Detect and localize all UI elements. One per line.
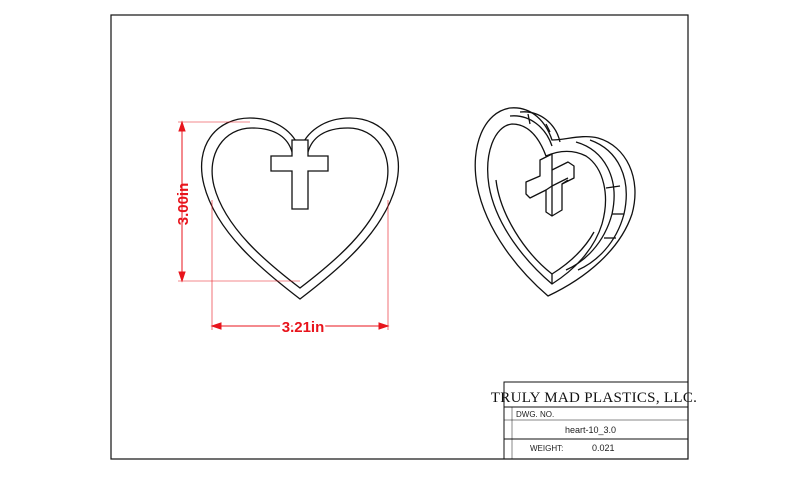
weight-label: WEIGHT: <box>530 444 563 453</box>
title-block <box>503 381 689 460</box>
iso-rim-band-4 <box>519 111 561 143</box>
dwg-no-value: heart-10_3.0 <box>565 425 616 435</box>
dimension-width-label: 3.21in <box>282 319 325 336</box>
iso-rim-band-2 <box>577 139 627 271</box>
dimension-width <box>210 200 390 330</box>
weight-value: 0.021 <box>592 443 615 453</box>
isometric-view <box>474 107 636 297</box>
company-name: TRULY MAD PLASTICS, LLC. <box>491 390 697 406</box>
iso-inner-outline <box>487 123 607 285</box>
sheet-border <box>110 14 689 460</box>
cross-cutout <box>270 139 329 210</box>
dimension-height-label: 3.00in <box>175 183 192 226</box>
iso-rim-band-3 <box>509 115 553 147</box>
dwg-no-label: DWG. NO. <box>516 410 554 419</box>
dimension-height <box>178 120 300 283</box>
iso-inner-wall <box>495 179 595 275</box>
iso-cross <box>525 153 575 217</box>
